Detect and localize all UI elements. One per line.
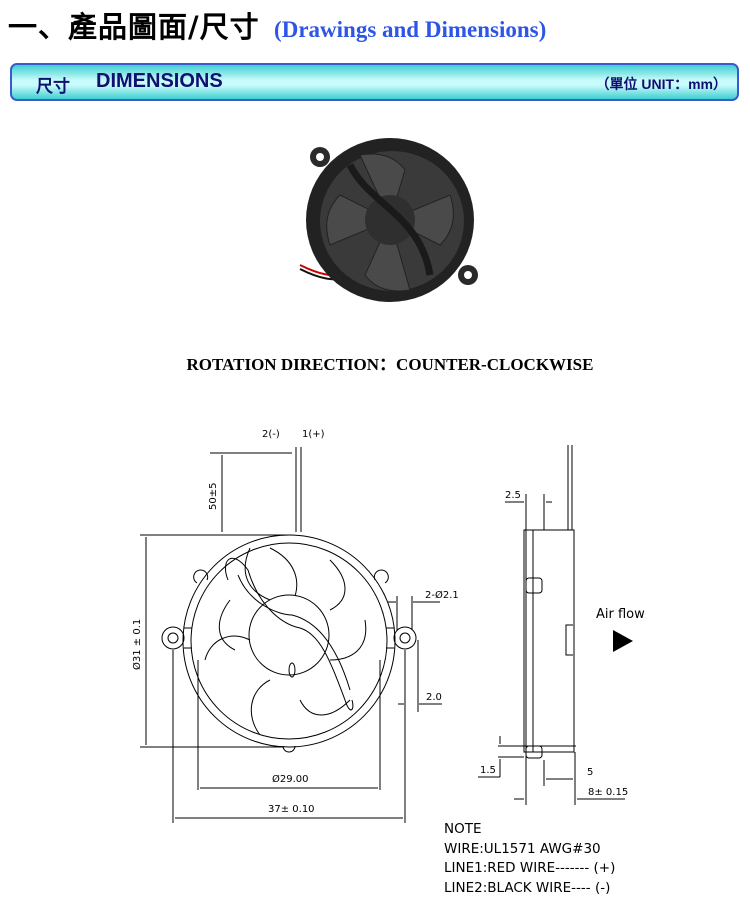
rotation-direction: ROTATION DIRECTION：COUNTER-CLOCKWISE	[186, 355, 594, 374]
outer-diameter-dim: Ø31 ± 0.1	[131, 619, 143, 670]
section-label-zh: 尺寸	[36, 77, 70, 97]
airflow-arrow-icon	[613, 630, 633, 652]
airflow-label: Air flow	[596, 607, 645, 622]
hole-dim: 2-Ø2.1	[425, 589, 459, 601]
note-block: NOTE WIRE:UL1571 AWG#30 LINE1:RED WIRE--…	[444, 820, 615, 898]
tab-dim: 2.0	[426, 692, 442, 703]
unit-label: （單位 UNIT：mm）	[595, 76, 727, 92]
wire-pos-label: 1(+)	[302, 429, 325, 440]
section-header-bar: 尺寸 DIMENSIONS （單位 UNIT：mm）	[10, 63, 739, 101]
section-label-en: DIMENSIONS	[96, 70, 223, 92]
page-title: 一、產品圖面/尺寸 (Drawings and Dimensions)	[8, 4, 546, 46]
side-dim-5: 5	[587, 767, 593, 778]
fan-photo	[299, 138, 478, 302]
wire-length-dim: 50±5	[208, 483, 219, 510]
title-chinese: 一、產品圖面/尺寸	[8, 10, 260, 44]
title-english: (Drawings and Dimensions)	[274, 17, 547, 42]
side-dim-small: 1.5	[480, 765, 496, 776]
inner-diameter-dim: Ø29.00	[272, 773, 309, 785]
wire-neg-label: 2(-)	[262, 429, 280, 440]
hole-span-dim: 37± 0.10	[268, 804, 315, 815]
thickness-dim: 8± 0.15	[588, 787, 628, 798]
note-line: WIRE:UL1571 AWG#30	[444, 840, 601, 857]
side-dim-top: 2.5	[505, 490, 521, 501]
note-title: NOTE	[444, 821, 482, 837]
note-line: LINE2:BLACK WIRE---- (-)	[444, 879, 611, 896]
note-line: LINE1:RED WIRE------- (+)	[444, 860, 616, 876]
